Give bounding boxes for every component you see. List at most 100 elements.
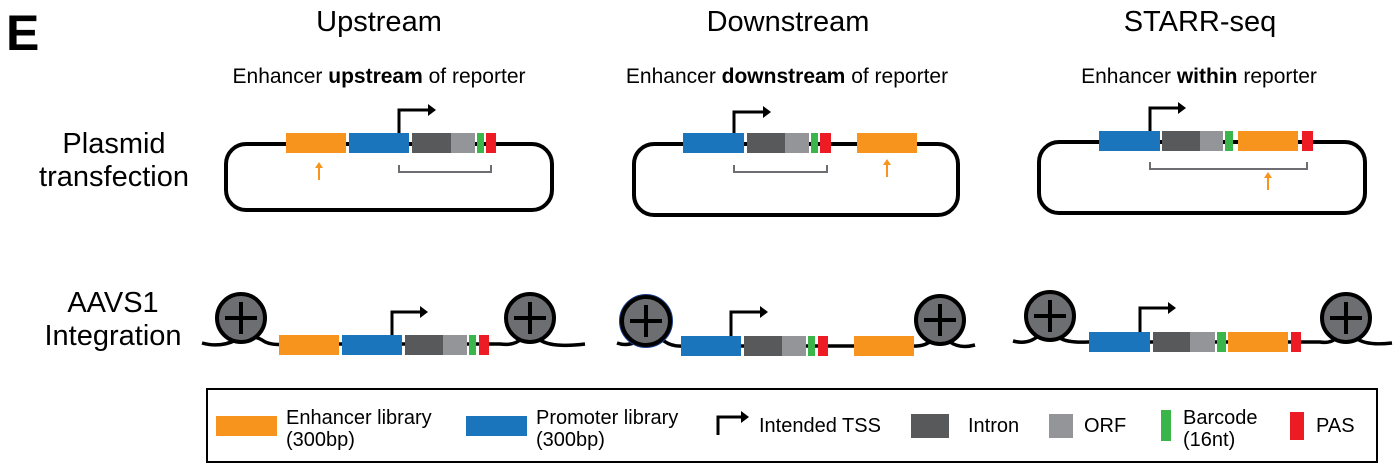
tss-arrowhead xyxy=(420,306,428,318)
nucleosome-icon xyxy=(1024,290,1076,342)
enhancer-pointer-arrowhead xyxy=(1264,172,1272,178)
promoter-block xyxy=(1099,131,1160,151)
panel-letter: E xyxy=(6,5,40,61)
row-label-line1: Plasmid xyxy=(62,128,166,160)
intron-block xyxy=(1153,332,1190,352)
tss-arrowhead xyxy=(428,104,436,116)
legend-promoter-line1: Promoter library xyxy=(536,407,679,429)
plasmid-downstream xyxy=(632,106,960,217)
orf-block xyxy=(1190,332,1215,352)
orf-block xyxy=(782,336,806,356)
legend-promoter-swatch xyxy=(466,416,527,436)
aavs1-starr-seq xyxy=(1012,290,1393,352)
subtitle-post: reporter xyxy=(1237,65,1317,88)
legend-swatches xyxy=(216,410,1304,441)
pas-block xyxy=(479,335,489,355)
enhancer-pointer-arrowhead xyxy=(883,159,891,165)
legend-enhancer-label: Enhancer library (300bp) xyxy=(286,407,432,452)
column-subtitle-downstream: Enhancer downstream of reporter xyxy=(626,66,948,87)
column-subtitle-upstream: Enhancer upstream of reporter xyxy=(233,66,526,87)
column-title-starr-seq: STARR-seq xyxy=(1123,6,1277,38)
pas-block xyxy=(818,336,828,356)
subtitle-post: of reporter xyxy=(845,65,949,88)
intron-block xyxy=(747,133,785,153)
subtitle-pre: Enhancer xyxy=(232,65,329,88)
tss-arrow xyxy=(732,110,763,133)
enhancer-block xyxy=(1238,131,1298,151)
nucleosome-icon xyxy=(504,292,556,344)
legend-promoter-line2: (300bp) xyxy=(536,429,605,452)
intron-block xyxy=(744,336,782,356)
legend-enhancer-swatch xyxy=(216,416,277,436)
transcript-bracket xyxy=(398,165,492,173)
legend-intron-label: Intron xyxy=(968,415,1020,437)
pas-block xyxy=(1291,332,1301,352)
nucleosome-icon xyxy=(619,294,673,348)
nucleosome-icon xyxy=(914,294,966,346)
promoter-block xyxy=(349,133,409,153)
aavs1-upstream xyxy=(201,292,586,355)
enhancer-block xyxy=(1228,332,1288,352)
subtitle-bold: upstream xyxy=(328,65,423,88)
tss-arrow xyxy=(390,310,420,335)
subtitle-bold: within xyxy=(1176,65,1238,88)
tss-arrowhead xyxy=(1168,302,1176,314)
legend-barcode-line2: (16nt) xyxy=(1183,429,1236,452)
row-label-line2: Integration xyxy=(44,320,182,353)
subtitle-bold: downstream xyxy=(721,65,846,88)
legend-pas-swatch xyxy=(1290,412,1304,440)
plasmid-backbone xyxy=(632,142,960,217)
pas-block xyxy=(820,133,831,153)
legend-tss-label: Intended TSS xyxy=(759,415,881,437)
legend-barcode-swatch xyxy=(1161,410,1171,441)
plasmid-backbone xyxy=(224,142,554,212)
promoter-block xyxy=(1089,332,1150,352)
subtitle-post: of reporter xyxy=(422,65,526,88)
legend-enhancer-line1: Enhancer library xyxy=(286,407,432,429)
tss-arrowhead xyxy=(763,106,771,118)
legend-pas-label: PAS xyxy=(1316,415,1355,437)
legend-tss-arrow xyxy=(716,415,741,435)
enhancer-block xyxy=(286,133,346,153)
tss-arrowhead xyxy=(760,306,768,318)
pas-block xyxy=(1302,131,1313,151)
nucleosome-icon xyxy=(1320,292,1372,344)
column-subtitle-starr-seq: Enhancer within reporter xyxy=(1081,66,1317,87)
orf-block xyxy=(1200,131,1223,151)
pas-block xyxy=(486,133,496,153)
promoter-block xyxy=(683,133,744,153)
legend-intron-swatch xyxy=(911,414,949,438)
row-label-aavs1: AAVS1 Integration xyxy=(44,287,181,353)
legend-promoter-label: Promoter library (300bp) xyxy=(536,407,678,452)
barcode-block xyxy=(477,133,484,153)
tss-arrow xyxy=(1148,106,1178,131)
orf-block xyxy=(451,133,475,153)
enhancer-pointer-arrowhead xyxy=(315,162,323,168)
legend-barcode-line1: Barcode xyxy=(1183,407,1258,429)
transcript-bracket xyxy=(733,165,828,173)
tss-arrowhead xyxy=(1178,102,1186,114)
subtitle-pre: Enhancer xyxy=(1081,65,1177,88)
row-label-line1: AAVS1 xyxy=(67,287,159,319)
barcode-block xyxy=(811,133,818,153)
enhancer-block xyxy=(279,335,339,355)
transcript-bracket xyxy=(1149,162,1308,170)
plasmid-backbone xyxy=(1037,140,1367,215)
legend-barcode-label: Barcode (16nt) xyxy=(1183,407,1258,452)
column-title-downstream: Downstream xyxy=(706,6,870,38)
aavs1-downstream xyxy=(616,294,976,356)
plasmid-upstream xyxy=(224,104,554,212)
promoter-block xyxy=(681,336,741,356)
nucleosome-icon xyxy=(215,292,267,344)
tss-arrow xyxy=(729,310,760,336)
legend-orf-label: ORF xyxy=(1084,415,1127,437)
intron-block xyxy=(1162,131,1200,151)
legend-tss-arrowhead xyxy=(741,411,749,423)
plasmid-starr-seq xyxy=(1037,102,1367,215)
legend xyxy=(206,388,1378,463)
legend-orf-swatch xyxy=(1049,414,1073,438)
tss-arrow xyxy=(1138,306,1168,332)
enhancer-block xyxy=(857,133,917,153)
row-label-line2: transfection xyxy=(39,161,189,194)
